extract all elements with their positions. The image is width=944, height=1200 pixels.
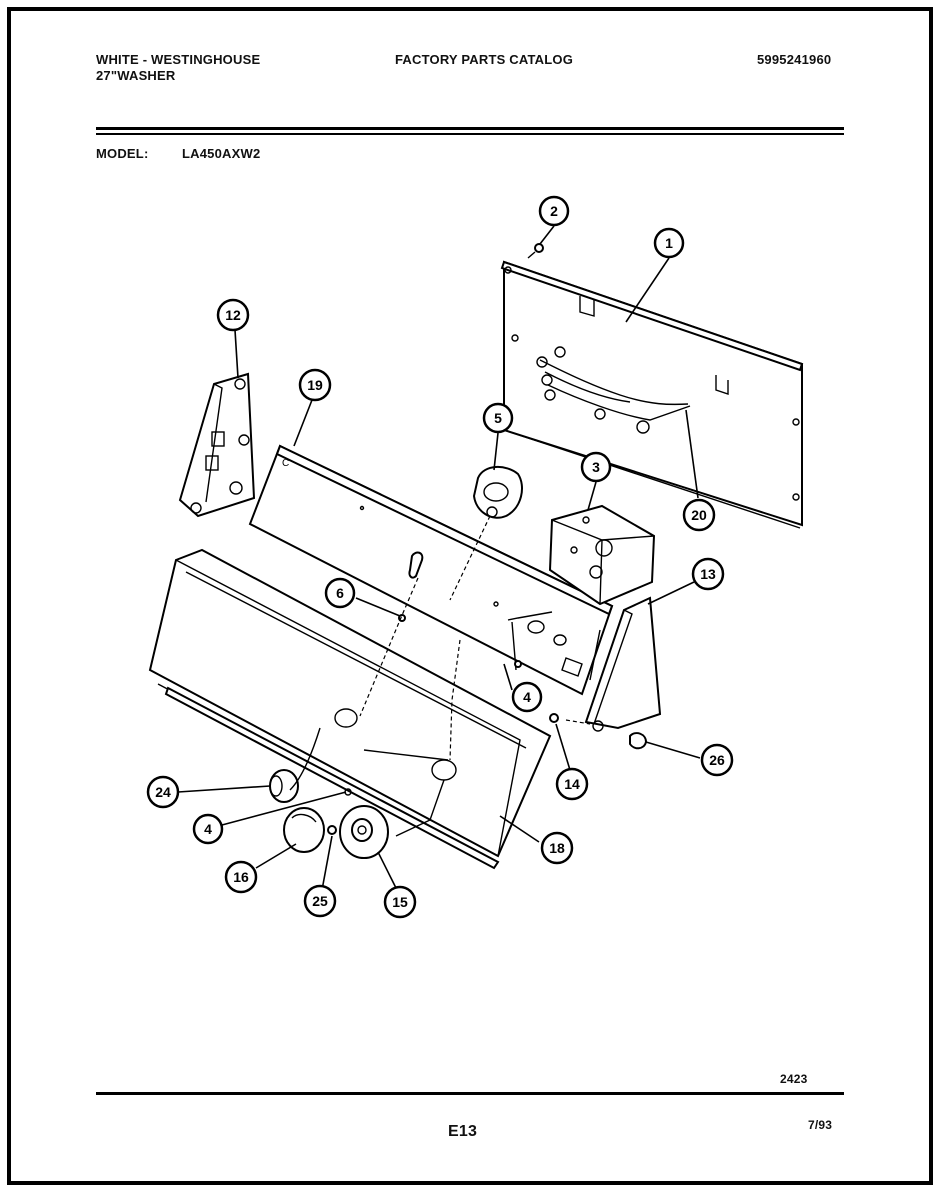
callout-14-label: 14 bbox=[564, 776, 580, 792]
callout-1-label: 1 bbox=[665, 235, 673, 251]
bracket-part bbox=[178, 372, 256, 518]
control-console-part: C bbox=[248, 444, 614, 696]
leader-lines bbox=[177, 225, 701, 891]
dial-skirt-part bbox=[339, 805, 389, 859]
model-value: LA450AXW2 bbox=[182, 146, 261, 161]
callout-3: 3 bbox=[580, 451, 612, 483]
callout-6: 6 bbox=[324, 577, 356, 609]
revision-date: 7/93 bbox=[808, 1118, 833, 1132]
callout-26: 26 bbox=[700, 743, 734, 777]
drawing-number: 2423 bbox=[780, 1072, 808, 1086]
callout-4-upper: 4 bbox=[511, 681, 543, 713]
callout-4-lower: 4 bbox=[192, 813, 224, 845]
switch-part bbox=[472, 466, 523, 519]
clip-part bbox=[511, 621, 522, 671]
callout-15-label: 15 bbox=[392, 894, 408, 910]
product-name: 27"WASHER bbox=[96, 68, 176, 83]
callout-5: 5 bbox=[482, 402, 514, 434]
catalog-number: 5995241960 bbox=[757, 52, 832, 67]
callout-13: 13 bbox=[691, 557, 725, 591]
screw-part bbox=[527, 243, 544, 259]
callout-25: 25 bbox=[303, 884, 337, 918]
callout-18-label: 18 bbox=[549, 840, 565, 856]
callout-20: 20 bbox=[682, 498, 716, 532]
front-panel-part bbox=[148, 548, 552, 870]
callout-18: 18 bbox=[540, 831, 574, 865]
callout-6-label: 6 bbox=[336, 585, 344, 601]
callout-14: 14 bbox=[555, 767, 589, 801]
callout-5-label: 5 bbox=[494, 410, 502, 426]
callout-16: 16 bbox=[224, 860, 258, 894]
callout-2-label: 2 bbox=[550, 203, 558, 219]
indicator-lens-part bbox=[398, 551, 424, 622]
footer-rule bbox=[96, 1092, 844, 1095]
callout-4-lower-label: 4 bbox=[204, 821, 212, 837]
model-label: MODEL: bbox=[96, 146, 149, 161]
knob-screw-part bbox=[327, 825, 337, 835]
callout-20-label: 20 bbox=[691, 507, 707, 523]
callout-1: 1 bbox=[653, 227, 685, 259]
assembly-lines bbox=[289, 515, 591, 837]
callout-2: 2 bbox=[538, 195, 570, 227]
callout-16-label: 16 bbox=[233, 869, 249, 885]
callout-4-upper-label: 4 bbox=[523, 689, 531, 705]
screw-part-lower bbox=[549, 713, 559, 723]
callout-19: 19 bbox=[298, 368, 332, 402]
timer-part bbox=[548, 504, 656, 606]
brand-name: WHITE - WESTINGHOUSE bbox=[96, 52, 261, 67]
callout-24-label: 24 bbox=[155, 784, 171, 800]
clip-part-right bbox=[629, 732, 648, 750]
page-code: E13 bbox=[448, 1123, 478, 1140]
callout-26-label: 26 bbox=[709, 752, 725, 768]
end-cap-part bbox=[584, 596, 662, 732]
large-knob-part bbox=[283, 807, 325, 853]
callout-19-label: 19 bbox=[307, 377, 323, 393]
callout-13-label: 13 bbox=[700, 566, 716, 582]
rear-panel-part bbox=[500, 260, 804, 529]
svg-text:C: C bbox=[282, 458, 289, 469]
catalog-title: FACTORY PARTS CATALOG bbox=[395, 52, 574, 67]
callout-24: 24 bbox=[146, 775, 180, 809]
header-rule-bottom bbox=[96, 133, 844, 135]
callout-3-label: 3 bbox=[592, 459, 600, 475]
page-frame bbox=[7, 7, 933, 1185]
callout-15: 15 bbox=[383, 885, 417, 919]
callout-12-label: 12 bbox=[225, 307, 241, 323]
callout-12: 12 bbox=[216, 298, 250, 332]
header-rule-top bbox=[96, 127, 844, 130]
callout-25-label: 25 bbox=[312, 893, 328, 909]
